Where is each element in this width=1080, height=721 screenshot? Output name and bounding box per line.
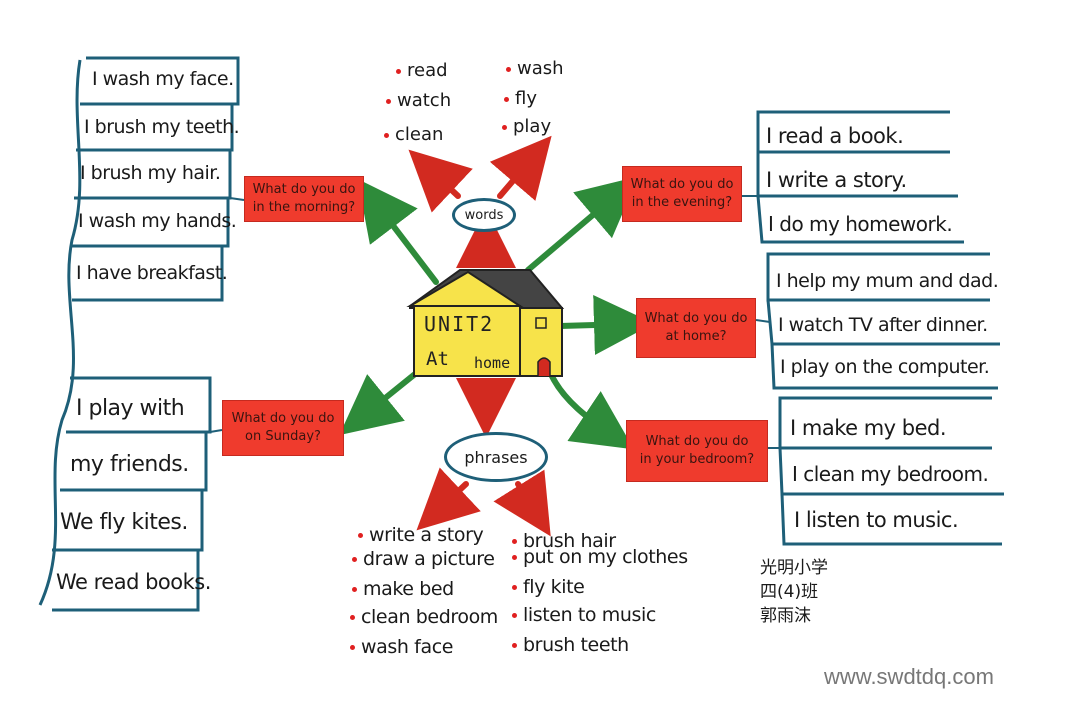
- phrase-item: brush hair: [512, 530, 616, 552]
- sentence-item: I play on the computer.: [780, 356, 990, 378]
- signature-class: 四(4)班: [760, 582, 819, 602]
- word-item: play: [502, 116, 551, 137]
- left-spine: [38, 59, 82, 606]
- bedroom-frames: [778, 396, 1004, 546]
- signature: 光明小学 四(4)班 郭雨沫: [760, 556, 828, 628]
- word-item: read: [396, 60, 448, 81]
- sentence-item: I help my mum and dad.: [776, 270, 999, 292]
- unit-title: UNIT2: [424, 312, 495, 336]
- sentence-item: I watch TV after dinner.: [778, 314, 988, 336]
- sentence-item: I brush my hair.: [80, 162, 221, 184]
- sentence-item: I wash my face.: [92, 68, 234, 90]
- athome-frames: [766, 252, 1000, 390]
- sentence-item: I make my bed.: [790, 416, 947, 440]
- morning-frames: [72, 56, 240, 302]
- phrase-item: clean bedroom: [350, 606, 498, 628]
- word-item: wash: [506, 58, 564, 79]
- sentence-item: I do my homework.: [768, 212, 953, 236]
- word-item: fly: [504, 88, 537, 109]
- phrase-item: fly kite: [512, 576, 585, 598]
- phrase-item: make bed: [352, 578, 454, 600]
- sentence-item: I have breakfast.: [76, 262, 228, 284]
- sentence-item: I read a book.: [766, 124, 904, 148]
- watermark: www.swdtdq.com: [824, 664, 994, 689]
- sentence-item: my friends.: [70, 452, 189, 477]
- signature-school: 光明小学: [760, 558, 828, 578]
- phrase-item: brush teeth: [512, 634, 629, 656]
- phrase-item: put on my clothes: [512, 546, 688, 568]
- words-bubble: words: [452, 198, 516, 232]
- word-item: clean: [384, 124, 443, 145]
- unit-subtitle-home: home: [474, 354, 511, 372]
- sentence-item: I brush my teeth.: [84, 116, 240, 138]
- sentence-item: I clean my bedroom.: [792, 462, 989, 486]
- phrases-bubble: phrases: [444, 432, 548, 482]
- sentence-item: I write a story.: [766, 168, 907, 192]
- sentence-item: We read books.: [56, 570, 211, 594]
- words-bubble-label: words: [464, 207, 504, 223]
- sentence-item: We fly kites.: [60, 510, 188, 535]
- phrase-item: write a story: [358, 524, 484, 546]
- sunday-frames: [52, 376, 212, 612]
- unit-subtitle-at: At: [426, 348, 449, 370]
- phrases-bubble-label: phrases: [464, 447, 528, 467]
- sentence-item: I listen to music.: [794, 508, 959, 532]
- phrase-item: listen to music: [512, 604, 656, 626]
- word-item: watch: [386, 90, 451, 111]
- signature-name: 郭雨沫: [760, 606, 811, 626]
- phrase-item: draw a picture: [352, 548, 495, 570]
- phrase-item: wash face: [350, 636, 453, 658]
- house-icon: [406, 269, 565, 377]
- sentence-item: I play with: [76, 396, 185, 421]
- sentence-item: I wash my hands.: [78, 210, 237, 232]
